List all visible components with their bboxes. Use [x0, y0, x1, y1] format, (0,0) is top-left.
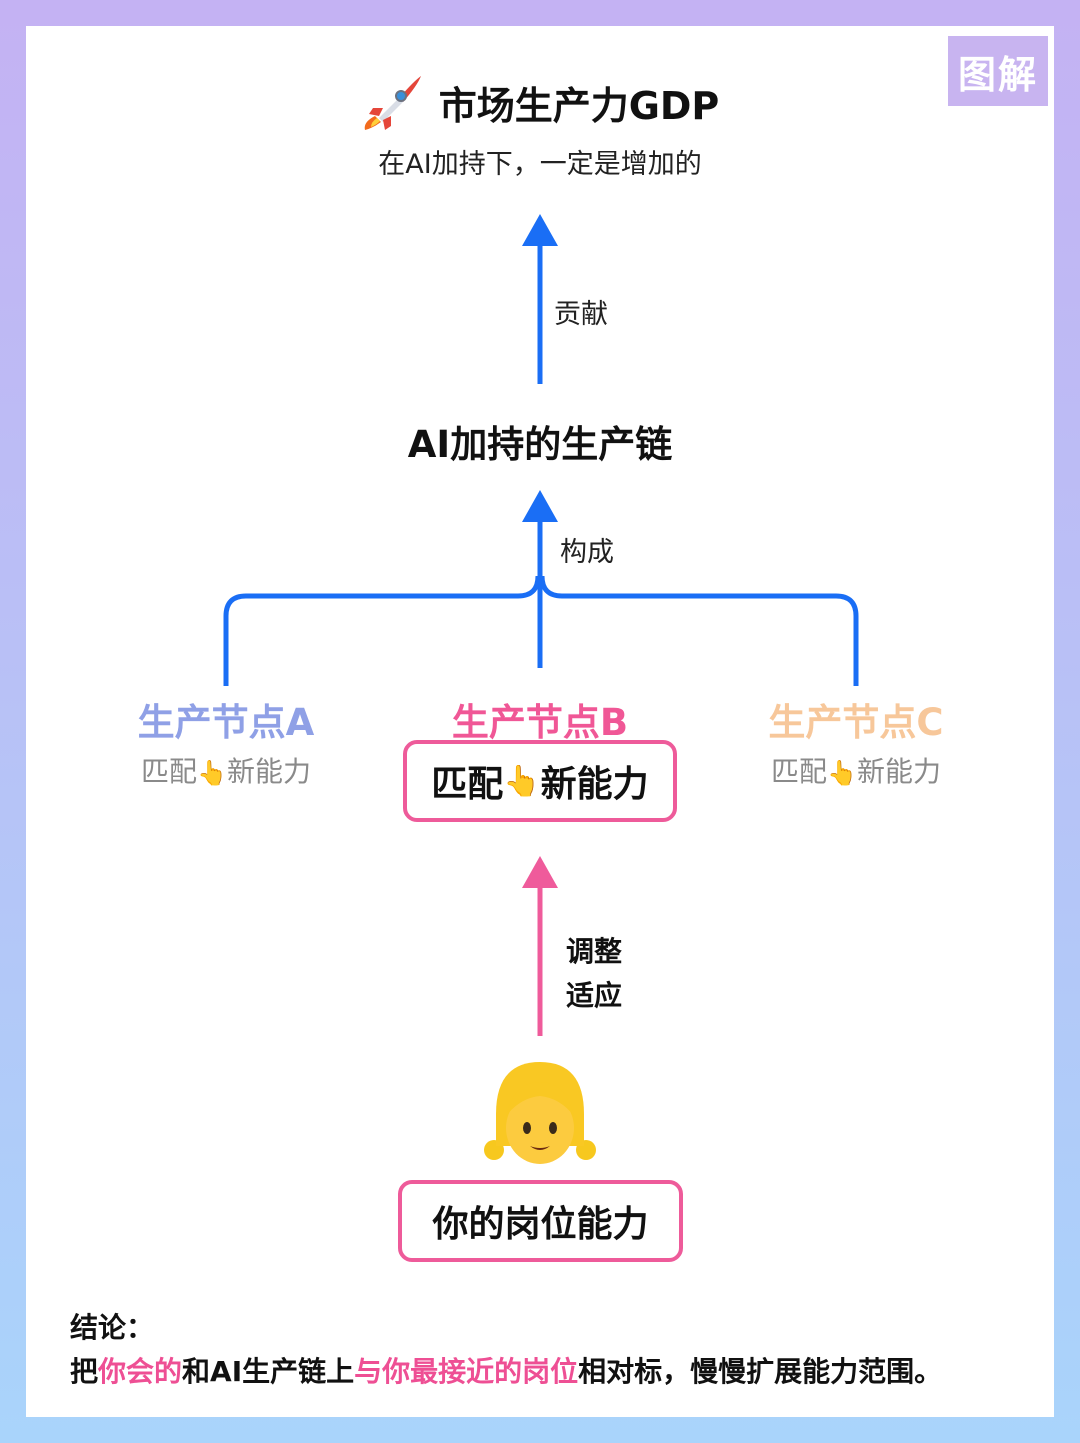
adjust-label: 调整 适应: [566, 930, 622, 1018]
job-ability-box: 你的岗位能力: [398, 1180, 683, 1262]
contribute-label: 贡献: [554, 299, 608, 330]
node-a-subtitle: 匹配👆新能力: [86, 750, 366, 790]
compose-label: 构成: [560, 537, 614, 568]
adjust-label-line1: 调整: [566, 935, 623, 968]
adjust-arrow-head: [522, 856, 558, 888]
conclusion-part: 相对标，慢慢扩展能力范围。: [578, 1355, 943, 1388]
node-c-title: 生产节点C: [768, 701, 944, 744]
conclusion-label: 结论：: [70, 1311, 155, 1344]
conclusion-text: 把你会的和AI生产链上与你最接近的岗位相对标，慢慢扩展能力范围。: [70, 1350, 942, 1390]
node-b-title: 生产节点B: [451, 701, 629, 744]
node-b-box: 匹配👆新能力: [403, 740, 677, 822]
title-row: 市场生产力GDP: [0, 70, 1080, 134]
rocket-icon: [364, 76, 421, 130]
pointing-up-icon: 👆: [827, 759, 857, 787]
pointing-up-icon: 👆: [197, 759, 227, 787]
pointing-up-icon: 👆: [503, 763, 541, 799]
node-b-match: 匹配: [431, 764, 504, 805]
node-c-match: 匹配: [771, 755, 828, 788]
node-a-title: 生产节点A: [137, 701, 315, 744]
page-title: 市场生产力GDP: [438, 83, 720, 128]
chain-title: AI加持的生产链: [407, 423, 673, 466]
node-c-subtitle: 匹配👆新能力: [716, 750, 996, 790]
contribute-arrow-head: [522, 214, 558, 246]
conclusion-highlight: 你会的: [98, 1355, 183, 1388]
diagram-badge: 图解: [948, 36, 1048, 106]
adjust-label-line2: 适应: [566, 979, 623, 1012]
branch-left: [223, 575, 541, 686]
compose-arrow-head: [522, 490, 558, 522]
conclusion-part: 把: [70, 1355, 99, 1388]
node-c-ability: 新能力: [856, 755, 941, 788]
girl-icon: [484, 1062, 596, 1164]
conclusion-highlight: 与你最接近的岗位: [354, 1355, 579, 1388]
branch-right: [539, 575, 859, 686]
node-a-match: 匹配: [141, 755, 198, 788]
node-a-ability: 新能力: [226, 755, 311, 788]
conclusion-part: 和AI生产链上: [182, 1355, 355, 1388]
page-subtitle: 在AI加持下，一定是增加的: [378, 149, 702, 180]
node-b-ability: 新能力: [540, 764, 649, 805]
